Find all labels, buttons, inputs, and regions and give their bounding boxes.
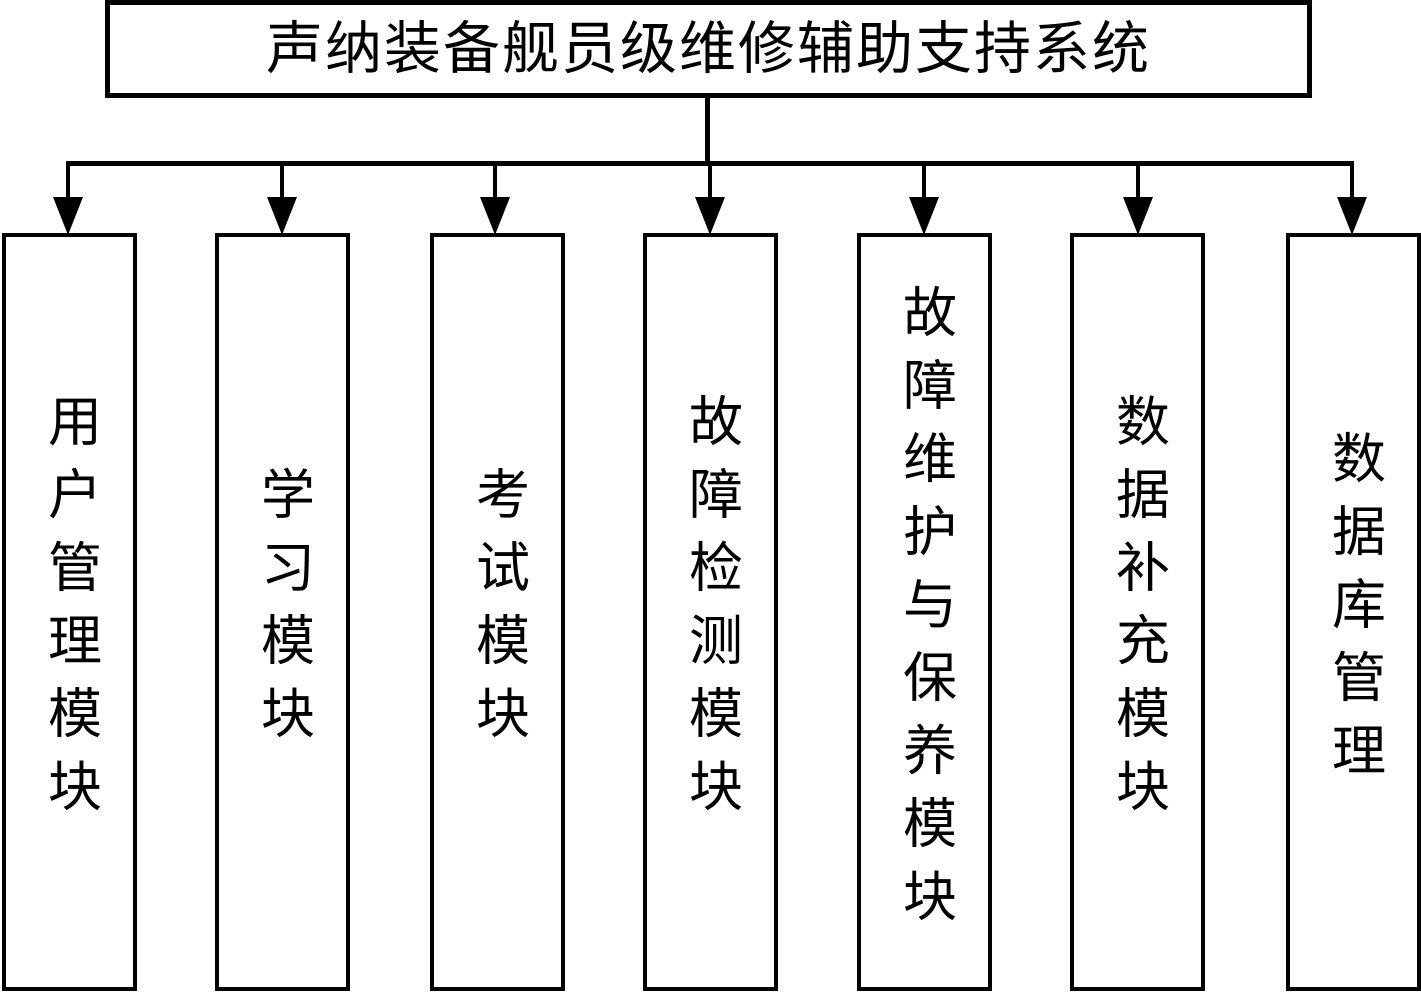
module-label: 考试模块 (467, 466, 528, 758)
module-label: 故障检测模块 (680, 393, 741, 831)
connector-line (493, 161, 497, 201)
connector-line (1136, 161, 1140, 201)
module-box-examination: 考试模块 (430, 233, 565, 991)
arrow-down-icon (909, 197, 939, 235)
module-label: 用户管理模块 (39, 393, 100, 831)
module-box-fault-maintenance-upkeep: 故障维护与保养模块 (857, 233, 992, 991)
arrow-down-icon (695, 197, 725, 235)
module-label: 数据库管理 (1323, 429, 1384, 795)
connector-line (280, 161, 284, 201)
module-label: 学习模块 (252, 466, 313, 758)
connector-line (1350, 161, 1354, 201)
arrow-down-icon (480, 197, 510, 235)
connector-line (708, 161, 712, 201)
module-box-database-management: 数据库管理 (1286, 233, 1421, 991)
module-box-user-management: 用户管理模块 (2, 233, 137, 991)
connector-line (922, 161, 926, 201)
module-box-data-supplement: 数据补充模块 (1070, 233, 1205, 991)
connector-line (66, 161, 70, 201)
root-node-label: 声纳装备舰员级维修辅助支持系统 (266, 17, 1151, 81)
arrow-down-icon (1337, 197, 1367, 235)
root-node-system: 声纳装备舰员级维修辅助支持系统 (105, 0, 1312, 98)
module-box-fault-detection: 故障检测模块 (643, 233, 778, 991)
arrow-down-icon (267, 197, 297, 235)
arrow-down-icon (53, 197, 83, 235)
arrow-down-icon (1123, 197, 1153, 235)
module-label: 故障维护与保养模块 (894, 283, 955, 941)
connector-stem (705, 98, 710, 164)
module-box-learning: 学习模块 (215, 233, 350, 991)
module-label: 数据补充模块 (1107, 393, 1168, 831)
